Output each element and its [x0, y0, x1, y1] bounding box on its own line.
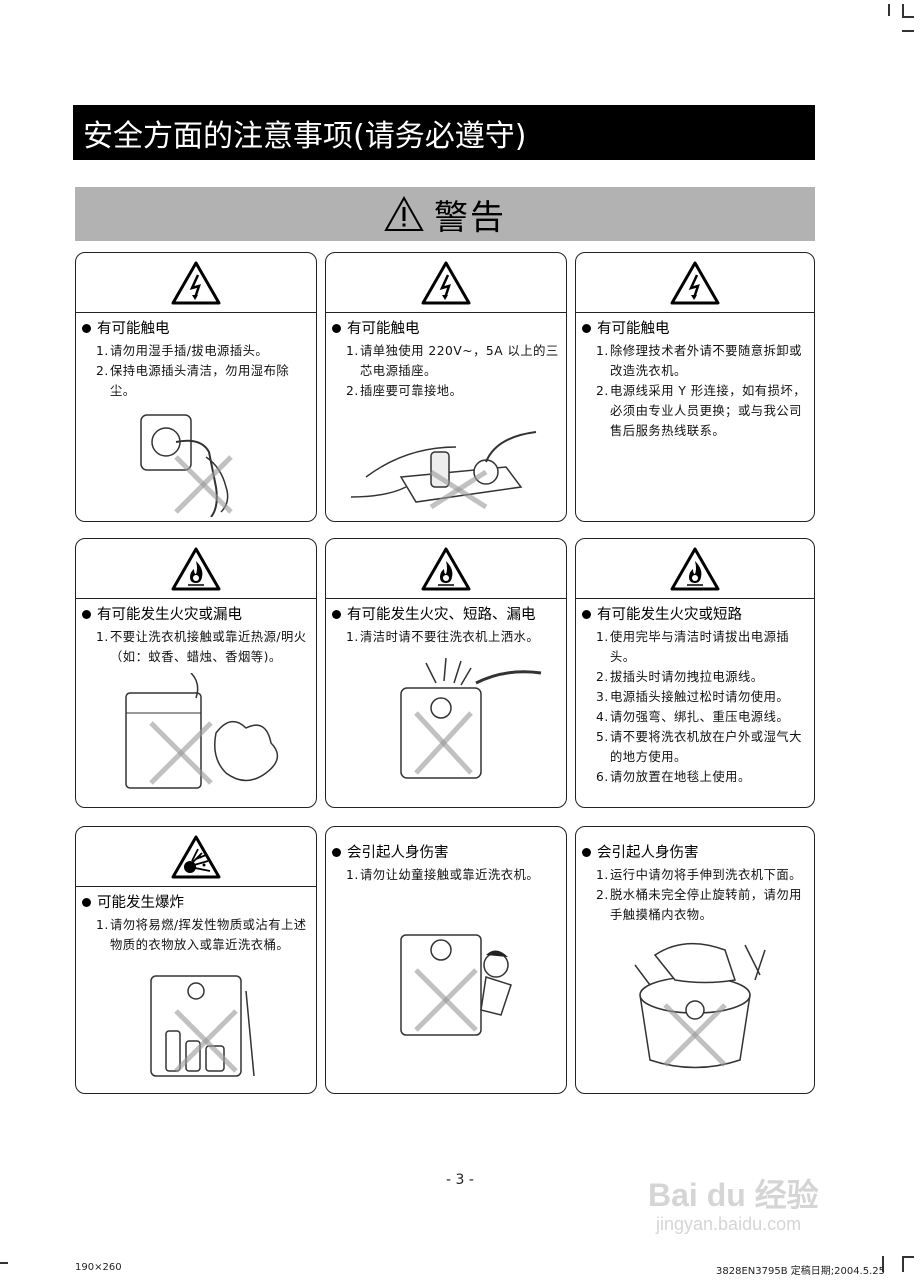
list-item: 5.请不要将洗衣机放在户外或湿气大的地方使用。: [596, 730, 802, 764]
warning-card: 有可能触电 1.除修理技术者外请不要随意拆卸或改造洗衣机。 2.电源线采用 Y …: [575, 252, 815, 522]
warning-banner: 警告: [75, 187, 815, 241]
warning-card: 会引起人身伤害 1.运行中请勿将手伸到洗衣机下面。 2.脱水桶未完全停止旋转前，…: [575, 826, 815, 1094]
child-near-washer-illustration: [332, 915, 560, 1045]
card-heading: 会引起人身伤害: [582, 843, 808, 863]
card-icon-row: [576, 253, 814, 313]
list-item: 1.使用完毕与清洁时请拔出电源插头。: [596, 630, 790, 664]
card-heading: 可能发生爆炸: [82, 893, 310, 913]
page-title: 安全方面的注意事项(请务必遵守): [73, 105, 815, 160]
electric-shock-icon: [670, 261, 720, 304]
warning-card: 可能发生爆炸 1.请勿将易燃/挥发性物质或沾有上述物质的衣物放入或靠近洗衣桶。: [75, 826, 317, 1094]
list-item: 1.除修理技术者外请不要随意拆卸或改造洗衣机。: [596, 344, 802, 378]
bullet-icon: [332, 324, 341, 333]
baidu-watermark: Bai du 经验 jingyan.baidu.com: [648, 1148, 828, 1243]
bullet-icon: [82, 610, 91, 619]
card-heading: 有可能触电: [82, 319, 310, 339]
bullet-icon: [82, 898, 91, 907]
page-number: - 3 -: [446, 1172, 474, 1188]
bullet-icon: [582, 610, 591, 619]
warning-card: 会引起人身伤害 1.请勿让幼童接触或靠近洗衣机。: [325, 826, 567, 1094]
card-list: 1.使用完毕与清洁时请拔出电源插头。 2.拔插头时请勿拽拉电源线。 3.电源插头…: [582, 627, 808, 787]
warning-card: 有可能发生火灾或漏电 1.不要让洗衣机接触或靠近热源/明火（如：蚊香、蜡烛、香烟…: [75, 538, 317, 808]
warning-triangle-icon: [384, 196, 424, 231]
card-list: 1.请单独使用 220V~，5A 以上的三芯电源插座。 2.插座要可靠接地。: [332, 341, 560, 401]
card-list: 1.除修理技术者外请不要随意拆卸或改造洗衣机。 2.电源线采用 Y 形连接，如有…: [582, 341, 808, 441]
washer-water-splash-illustration: [332, 653, 560, 783]
bullet-icon: [82, 324, 91, 333]
crop-mark: [882, 1256, 884, 1272]
list-item: 1.不要让洗衣机接触或靠近热源/明火（如：蚊香、蜡烛、香烟等)。: [96, 630, 307, 664]
fire-icon: [171, 547, 221, 590]
card-heading: 有可能触电: [582, 319, 808, 339]
crop-mark: [902, 16, 914, 18]
hand-in-spinning-tub-illustration: [582, 935, 808, 1075]
card-icon-row: [76, 539, 316, 599]
list-item: 2.保持电源插头清洁，勿用湿布除尘。: [96, 364, 290, 398]
crop-mark: [902, 1256, 914, 1258]
list-item: 2.电源线采用 Y 形连接，如有损坏，必须由专业人员更换；或与我公司售后服务热线…: [596, 384, 806, 438]
card-heading: 有可能触电: [332, 319, 560, 339]
card-icon-row: [326, 539, 566, 599]
card-list: 1.清洁时请不要往洗衣机上洒水。: [332, 627, 560, 647]
list-item: 4.请勿强弯、绑扎、重压电源线。: [596, 710, 790, 724]
card-list: 1.请勿用湿手插/拔电源插头。 2.保持电源插头清洁，勿用湿布除尘。: [82, 341, 310, 401]
explosion-icon: [171, 835, 221, 878]
bullet-icon: [582, 324, 591, 333]
bullet-icon: [582, 848, 591, 857]
crop-mark: [902, 4, 904, 16]
wet-hand-plug-illustration: [82, 407, 310, 517]
electric-shock-icon: [421, 261, 471, 304]
list-item: 1.请勿将易燃/挥发性物质或沾有上述物质的衣物放入或靠近洗衣桶。: [96, 918, 307, 952]
card-list: 1.运行中请勿将手伸到洗衣机下面。 2.脱水桶未完全停止旋转前，请勿用手触摸桶内…: [582, 865, 808, 925]
washer-near-fire-illustration: [82, 673, 310, 793]
list-item: 1.清洁时请不要往洗衣机上洒水。: [346, 630, 540, 644]
list-item: 1.请勿用湿手插/拔电源插头。: [96, 344, 269, 358]
warning-card: 有可能触电 1.请单独使用 220V~，5A 以上的三芯电源插座。 2.插座要可…: [325, 252, 567, 522]
electric-shock-icon: [171, 261, 221, 304]
footer-size: 190×260: [75, 1262, 122, 1273]
card-heading: 有可能发生火灾、短路、漏电: [332, 605, 560, 625]
list-item: 2.脱水桶未完全停止旋转前，请勿用手触摸桶内衣物。: [596, 888, 802, 922]
list-item: 2.拔插头时请勿拽拉电源线。: [596, 670, 764, 684]
card-heading: 会引起人身伤害: [332, 843, 560, 863]
warning-card: 有可能发生火灾或短路 1.使用完毕与清洁时请拔出电源插头。 2.拔插头时请勿拽拉…: [575, 538, 815, 808]
list-item: 2.插座要可靠接地。: [346, 384, 463, 398]
card-icon-row: [76, 827, 316, 887]
card-list: 1.不要让洗衣机接触或靠近热源/明火（如：蚊香、蜡烛、香烟等)。: [82, 627, 310, 667]
list-item: 6.请勿放置在地毯上使用。: [596, 770, 751, 784]
card-heading: 有可能发生火灾或漏电: [82, 605, 310, 625]
watermark-url: jingyan.baidu.com: [656, 1214, 802, 1234]
fire-icon: [421, 547, 471, 590]
card-icon-row: [576, 539, 814, 599]
warning-card: 有可能触电 1.请勿用湿手插/拔电源插头。 2.保持电源插头清洁，勿用湿布除尘。: [75, 252, 317, 522]
list-item: 3.电源插头接触过松时请勿使用。: [596, 690, 790, 704]
bullet-icon: [332, 848, 341, 857]
fire-icon: [670, 547, 720, 590]
crop-mark: [888, 4, 890, 16]
warning-card: 有可能发生火灾、短路、漏电 1.清洁时请不要往洗衣机上洒水。: [325, 538, 567, 808]
card-icon-row: [326, 253, 566, 313]
warning-label: 警告: [434, 197, 506, 238]
crop-mark: [0, 1262, 8, 1264]
page-title-text: 安全方面的注意事项(请务必遵守): [83, 118, 527, 154]
washer-flammable-bottles-illustration: [82, 961, 310, 1081]
card-icon-row: [76, 253, 316, 313]
list-item: 1.运行中请勿将手伸到洗衣机下面。: [596, 868, 802, 882]
list-item: 1.请单独使用 220V~，5A 以上的三芯电源插座。: [346, 344, 559, 378]
footer-doc-code: 3828EN3795B 定稿日期;2004.5.25: [716, 1266, 885, 1277]
card-list: 1.请勿让幼童接触或靠近洗衣机。: [332, 865, 560, 885]
bullet-icon: [332, 610, 341, 619]
crop-mark: [902, 30, 914, 32]
power-strip-illustration: [332, 407, 560, 517]
watermark-logo-text: Bai du 经验: [648, 1177, 819, 1213]
crop-mark: [902, 1256, 904, 1272]
card-heading: 有可能发生火灾或短路: [582, 605, 808, 625]
card-list: 1.请勿将易燃/挥发性物质或沾有上述物质的衣物放入或靠近洗衣桶。: [82, 915, 310, 955]
list-item: 1.请勿让幼童接触或靠近洗衣机。: [346, 868, 540, 882]
